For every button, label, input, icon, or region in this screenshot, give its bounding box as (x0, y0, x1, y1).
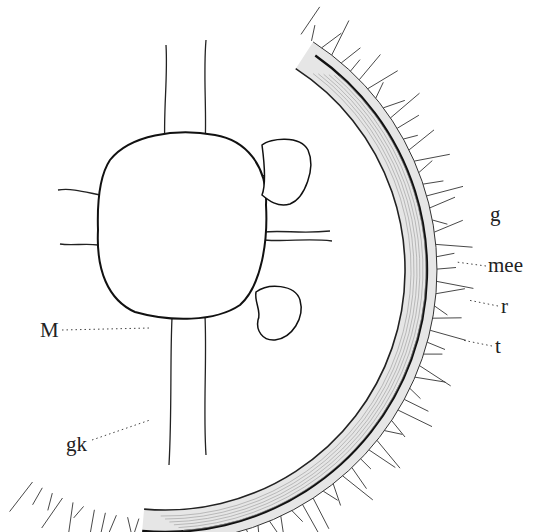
cilium (313, 498, 329, 529)
cilium (437, 253, 455, 256)
cilium (415, 377, 445, 382)
cilium (361, 459, 371, 469)
vacuole (262, 139, 311, 205)
cilium (33, 488, 43, 505)
part-label: M (38, 320, 61, 341)
cilium (409, 130, 434, 150)
cilium (368, 71, 398, 89)
cilia (10, 7, 474, 532)
cilium (303, 505, 319, 532)
cilium (301, 7, 320, 35)
cilium (427, 342, 445, 349)
part-label: t (493, 336, 503, 357)
leader-lines (62, 262, 498, 440)
cilium (435, 306, 448, 315)
cilium (270, 521, 292, 532)
cilium (436, 289, 465, 294)
cilium (341, 48, 360, 63)
cilium (420, 366, 451, 386)
cilium (430, 197, 455, 208)
cilium (281, 516, 285, 532)
part-label: gk (64, 434, 89, 455)
cilium (128, 517, 132, 532)
cilium (403, 135, 417, 139)
cilium (385, 431, 403, 435)
cilium (108, 515, 116, 532)
cilium (410, 388, 421, 398)
cilium (424, 354, 443, 355)
cilium (383, 100, 404, 107)
cilium (322, 33, 342, 48)
cilium (437, 281, 474, 288)
cilium (437, 268, 456, 270)
cilium (391, 93, 420, 118)
part-label: mee (486, 255, 525, 276)
cilium (427, 186, 463, 196)
cilium (90, 510, 95, 532)
cilium (436, 244, 473, 247)
vacuole (256, 286, 301, 340)
cilium (432, 220, 447, 224)
cilium (369, 450, 395, 468)
cilium (258, 526, 260, 532)
cilium (392, 421, 405, 438)
cilium (351, 60, 361, 72)
cilium (376, 82, 384, 98)
cilium (97, 513, 105, 532)
strands (58, 40, 332, 465)
cilium (10, 482, 33, 512)
cilium (419, 161, 432, 173)
nucleus (98, 132, 267, 318)
cilium (433, 317, 462, 318)
cilium (397, 115, 419, 128)
cilium (292, 511, 303, 522)
cilium (42, 498, 63, 528)
cilium (333, 484, 340, 506)
cilium (377, 440, 400, 468)
cilium (434, 220, 462, 232)
cilium (323, 491, 337, 500)
cilium (312, 25, 315, 41)
cilium (74, 506, 84, 518)
cilium (398, 410, 432, 427)
part-label: r (499, 296, 510, 317)
cilium (359, 55, 380, 80)
cilium (69, 502, 73, 532)
cilium (332, 21, 349, 56)
cilium (430, 330, 466, 340)
cilium (423, 181, 443, 184)
cilium (414, 154, 450, 161)
cilium (404, 399, 428, 411)
part-label: g (488, 204, 503, 225)
cilium (48, 493, 53, 510)
cilium (343, 476, 373, 500)
cilium (246, 530, 253, 532)
